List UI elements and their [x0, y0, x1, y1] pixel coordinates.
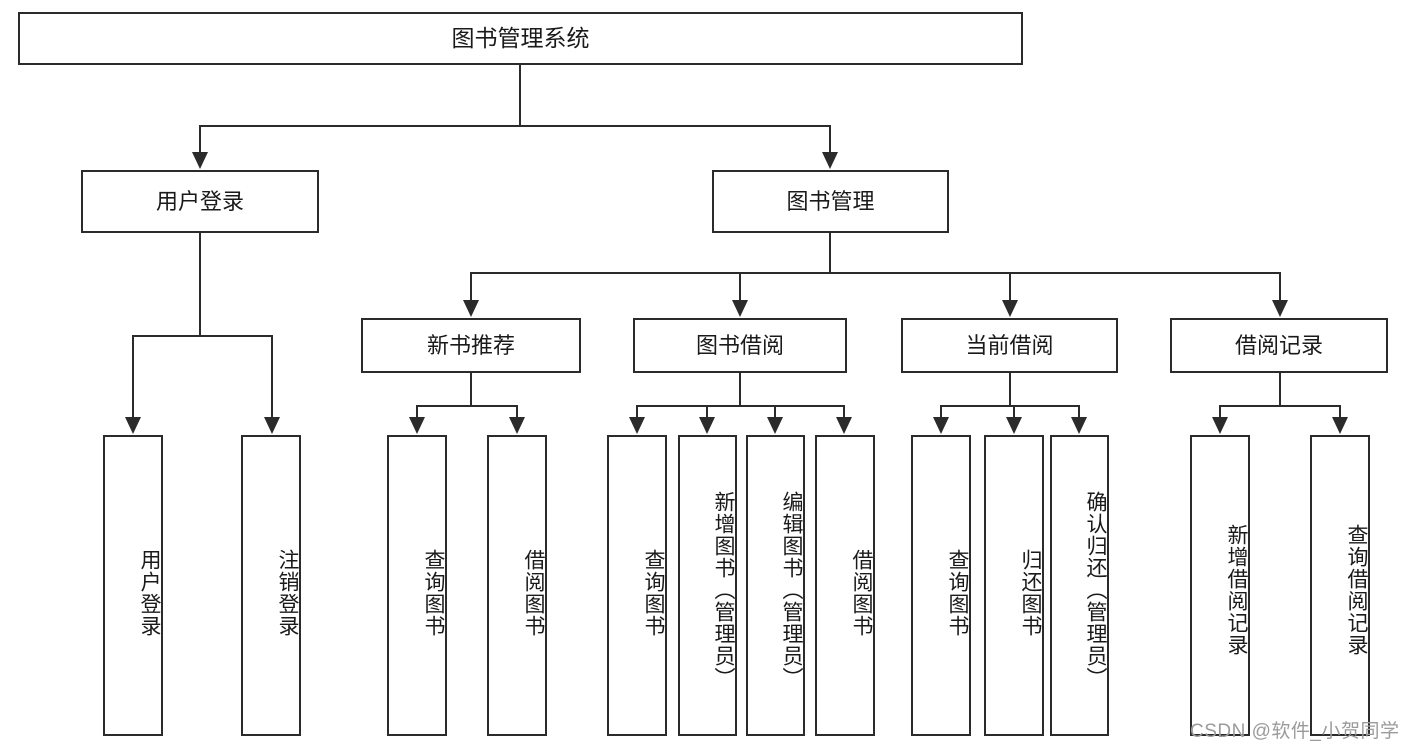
- connector-drop-bb-leaf-2: [706, 405, 708, 418]
- connector-root-trunk: [519, 65, 521, 125]
- arrow-to-nbr-leaf-2: [509, 417, 525, 434]
- node-label: 新书推荐: [426, 332, 515, 358]
- leaf-borrow-books[interactable]: 借阅图书: [815, 435, 875, 736]
- connector-drop-cb-leaf-2: [1013, 405, 1015, 418]
- connector-bus-borrow-record: [1219, 405, 1340, 407]
- connector-drop-br-leaf-1: [1219, 405, 1221, 418]
- arrow-to-cb-leaf-2: [1006, 417, 1022, 434]
- node-label: 借阅记录: [1234, 332, 1323, 358]
- connector-trunk-book-borrow: [739, 373, 741, 405]
- connector-drop-borrow-record: [1279, 272, 1281, 301]
- leaf-add-book-admin[interactable]: 新增图书（管理员）: [678, 435, 737, 736]
- connector-drop-bb-leaf-4: [843, 405, 845, 418]
- connector-bus-book-borrow: [636, 405, 844, 407]
- node-label: 当前借阅: [965, 332, 1054, 358]
- leaf-query-books-new-rec[interactable]: 查询图书: [387, 435, 447, 736]
- csdn-watermark: CSDN @软件_小贺同学: [1190, 721, 1400, 742]
- node-label: 编辑图书（管理员）: [780, 490, 803, 689]
- leaf-query-books-current[interactable]: 查询图书: [911, 435, 971, 736]
- connector-trunk-current-borrow: [1009, 373, 1011, 405]
- arrow-to-bb-leaf-1: [629, 417, 645, 434]
- leaf-query-books-borrow[interactable]: 查询图书: [607, 435, 667, 736]
- node-label: 归还图书: [1019, 548, 1042, 637]
- leaf-logout[interactable]: 注销登录: [241, 435, 301, 736]
- leaf-query-borrow-record[interactable]: 查询借阅记录: [1310, 435, 1370, 736]
- node-label: 注销登录: [276, 548, 299, 637]
- node-label: 查询借阅记录: [1345, 523, 1368, 656]
- arrow-to-cb-leaf-1: [933, 417, 949, 434]
- node-borrow-record[interactable]: 借阅记录: [1170, 318, 1388, 373]
- leaf-borrow-books-new-rec[interactable]: 借阅图书: [487, 435, 547, 736]
- connector-drop-book-borrow: [739, 272, 741, 301]
- arrow-to-borrow-record: [1272, 300, 1288, 317]
- node-label: 借阅图书: [850, 548, 873, 637]
- connector-drop-br-leaf-2: [1339, 405, 1341, 418]
- connector-bus-new-book-rec: [416, 405, 518, 407]
- node-label: 用户登录: [155, 188, 244, 214]
- arrow-to-bb-leaf-4: [836, 417, 852, 434]
- arrow-to-user-login: [192, 152, 208, 169]
- connector-drop-leaf-user-login: [132, 335, 134, 418]
- arrow-to-book-mgmt: [822, 152, 838, 169]
- connector-bus-current-borrow: [940, 405, 1079, 407]
- node-label: 新增借阅记录: [1225, 523, 1248, 656]
- connector-drop-bb-leaf-3: [774, 405, 776, 418]
- connector-drop-cb-leaf-1: [940, 405, 942, 418]
- arrow-to-book-borrow: [732, 300, 748, 317]
- connector-drop-new-book-rec: [470, 272, 472, 301]
- connector-trunk-new-book-rec: [470, 373, 472, 405]
- node-label: 查询图书: [642, 548, 665, 637]
- leaf-edit-book-admin[interactable]: 编辑图书（管理员）: [746, 435, 805, 736]
- node-book-management[interactable]: 图书管理: [712, 170, 949, 233]
- node-root-library-system[interactable]: 图书管理系统: [18, 12, 1023, 65]
- arrow-to-br-leaf-1: [1212, 417, 1228, 434]
- node-label: 确认归还（管理员）: [1084, 490, 1107, 689]
- arrow-to-new-book-rec: [463, 300, 479, 317]
- leaf-confirm-return-admin[interactable]: 确认归还（管理员）: [1050, 435, 1109, 736]
- arrow-to-br-leaf-2: [1332, 417, 1348, 434]
- arrow-to-bb-leaf-3: [767, 417, 783, 434]
- leaf-add-borrow-record[interactable]: 新增借阅记录: [1190, 435, 1250, 736]
- connector-drop-nbr-leaf-2: [516, 405, 518, 418]
- arrow-to-current-borrow: [1002, 300, 1018, 317]
- node-current-borrow[interactable]: 当前借阅: [901, 318, 1118, 373]
- node-label: 图书借阅: [695, 332, 784, 358]
- connector-bus-level3: [470, 272, 1279, 274]
- arrow-to-cb-leaf-3: [1071, 417, 1087, 434]
- node-label: 借阅图书: [522, 548, 545, 637]
- connector-trunk-user-login: [199, 233, 201, 335]
- connector-drop-nbr-leaf-1: [416, 405, 418, 418]
- connector-bus-level2: [199, 125, 831, 127]
- connector-trunk-borrow-record: [1279, 373, 1281, 405]
- node-user-login[interactable]: 用户登录: [81, 170, 319, 233]
- leaf-user-login[interactable]: 用户登录: [103, 435, 163, 736]
- arrow-to-bb-leaf-2: [699, 417, 715, 434]
- leaf-return-books[interactable]: 归还图书: [984, 435, 1044, 736]
- connector-drop-leaf-logout: [271, 335, 273, 418]
- connector-trunk-book-mgmt: [829, 233, 831, 272]
- arrow-to-nbr-leaf-1: [409, 417, 425, 434]
- node-label: 图书管理系统: [451, 24, 590, 51]
- connector-drop-current-borrow: [1009, 272, 1011, 301]
- connector-bus-user-login: [132, 335, 273, 337]
- node-label: 查询图书: [946, 548, 969, 637]
- node-label: 图书管理: [786, 188, 875, 214]
- node-book-borrow[interactable]: 图书借阅: [633, 318, 847, 373]
- connector-drop-user-login: [199, 125, 201, 153]
- node-label: 查询图书: [422, 548, 445, 637]
- node-label: 用户登录: [138, 548, 161, 637]
- arrow-to-leaf-logout: [264, 417, 280, 434]
- node-new-book-recommend[interactable]: 新书推荐: [361, 318, 581, 373]
- node-label: 新增图书（管理员）: [712, 490, 735, 689]
- arrow-to-leaf-user-login: [125, 417, 141, 434]
- connector-drop-cb-leaf-3: [1078, 405, 1080, 418]
- connector-drop-bb-leaf-1: [636, 405, 638, 418]
- connector-drop-book-mgmt: [829, 125, 831, 153]
